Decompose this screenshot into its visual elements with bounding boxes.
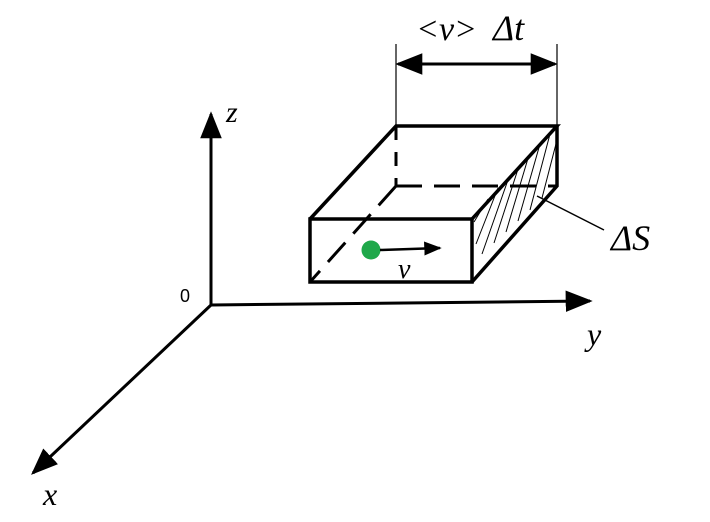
dimension-label-v: <v> xyxy=(416,11,477,48)
dimension-label-dt: Δt xyxy=(491,8,525,48)
particle xyxy=(361,240,381,260)
velocity-arrow xyxy=(379,241,442,256)
y-axis-label: y xyxy=(584,316,602,352)
x-axis xyxy=(31,303,213,475)
top-face xyxy=(308,124,561,221)
front-face xyxy=(308,217,474,284)
volume-box xyxy=(308,124,561,284)
axes xyxy=(31,111,593,475)
hidden-edges xyxy=(308,126,557,284)
area-leader-line xyxy=(536,195,605,231)
visible-edges xyxy=(308,124,561,284)
velocity-label: v xyxy=(398,254,411,285)
area-label: ΔS xyxy=(609,218,650,258)
right-face xyxy=(470,126,559,284)
z-axis-label: z xyxy=(225,96,238,129)
area-hatching xyxy=(473,133,558,255)
y-axis xyxy=(210,290,593,313)
origin-label: 0 xyxy=(180,286,190,306)
width-dimension: <v> Δt xyxy=(395,8,558,126)
x-axis-label: x xyxy=(42,476,57,512)
